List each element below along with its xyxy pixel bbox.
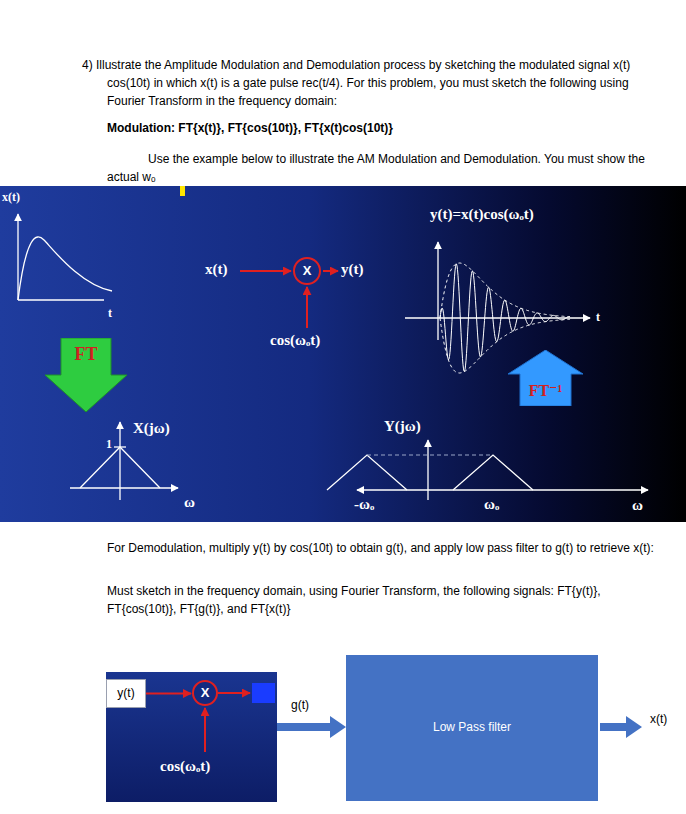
signal-name: y(t) (341, 261, 364, 278)
connector (218, 692, 250, 694)
signal-wires (600, 716, 642, 738)
modulated-plot (405, 317, 590, 318)
arrow-shape (508, 350, 583, 406)
time-signal-plot (18, 299, 104, 300)
spectrum-plot (367, 455, 493, 456)
modulated-plot (437, 242, 438, 340)
slide-background (180, 186, 185, 196)
connector (146, 693, 191, 695)
filter-box: Low Pass filter (346, 655, 598, 801)
time-signal-plot (17, 214, 18, 300)
node-text: FT⁻¹ (529, 382, 563, 400)
axis-label: ω (632, 497, 643, 514)
node-text: X (201, 686, 210, 701)
arrow-shape (45, 338, 127, 412)
signal-name: x(t) (650, 712, 667, 726)
spectrum-plot (357, 489, 648, 490)
transform-arrow: FT⁻¹ (508, 350, 583, 406)
demodulation-text: For Demodulation, multiply y(t) by cos(1… (107, 539, 677, 557)
slide-background (106, 672, 277, 802)
axis-label: t (108, 306, 112, 320)
carrier-label: cos(ωₒt) (270, 332, 320, 349)
node-text: FT (74, 344, 97, 365)
frequency-mark: -ωₒ (354, 496, 374, 513)
connector (277, 716, 346, 738)
instruction-text: Must sketch in the frequency domain, usi… (107, 582, 667, 618)
signal-name: x(t) (205, 261, 228, 278)
transform-arrow: FT (45, 338, 127, 412)
node-text: Low Pass filter (433, 721, 511, 735)
signal-box: y(t) (106, 679, 146, 708)
spectrum-plot (453, 455, 533, 490)
spectrum-plot (114, 446, 126, 447)
axis-value: 1 (106, 437, 112, 451)
spectrum-plot (70, 487, 178, 488)
connector (146, 693, 191, 694)
connector (218, 693, 346, 738)
time-signal-plot (18, 214, 112, 300)
signal-wires (323, 270, 338, 272)
node-text: y(t) (117, 687, 134, 701)
multiplier-circle: X (293, 257, 321, 285)
equation: y(t)=x(t)cos(ωₒt) (430, 206, 534, 223)
slide-background (106, 672, 277, 802)
slide-background (0, 186, 686, 522)
signal-wires (252, 683, 275, 703)
modulated-plot (405, 242, 590, 373)
instruction-text: Use the example below to illustrate the … (107, 150, 667, 186)
spectrum-plot (80, 447, 160, 488)
question-text: 4) Illustrate the Amplitude Modulation a… (82, 56, 657, 110)
node-text: X (303, 264, 312, 279)
edge-label: g(t) (290, 698, 310, 712)
modulation-list: Modulation: FT{x(t)}, FT{cos(10t)}, FT{x… (107, 119, 667, 137)
time-signal-plot (18, 237, 112, 300)
axis-label: X(jω) (133, 420, 170, 437)
frequency-mark: ωₒ (484, 496, 499, 513)
axis-label: ω (184, 494, 195, 511)
spectrum-plot (327, 455, 407, 490)
signal-wires (240, 270, 291, 272)
multiplier-circle: X (192, 680, 218, 706)
signal-wires (204, 708, 206, 752)
modulated-plot (440, 263, 570, 318)
axis-label: t (596, 310, 600, 324)
spectrum-plot (427, 440, 428, 500)
signal-wires (240, 271, 338, 328)
spectrum-plot (327, 440, 648, 500)
slide-background (0, 186, 686, 522)
axis-label: x(t) (2, 190, 20, 204)
carrier-label: cos(ωₒt) (160, 758, 210, 775)
signal-wires (306, 287, 308, 328)
axis-label: Y(jω) (384, 418, 421, 435)
